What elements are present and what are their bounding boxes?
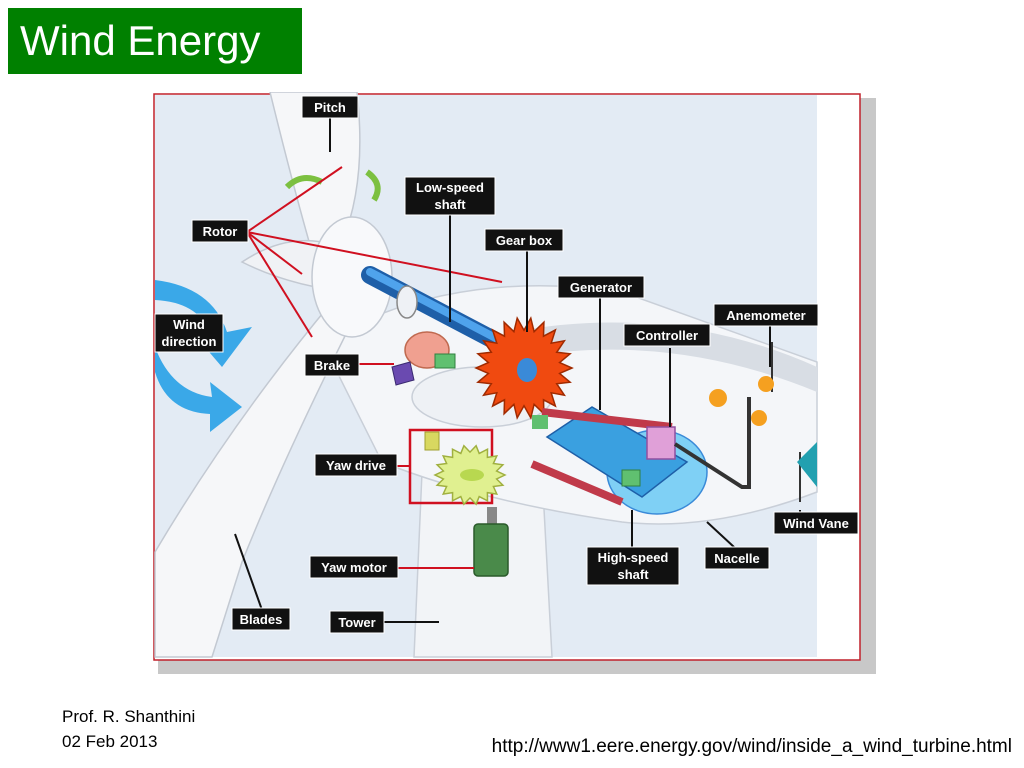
- svg-text:Wind Vane: Wind Vane: [783, 516, 849, 531]
- low-speed-shaft-highlight: [366, 268, 511, 348]
- svg-text:direction: direction: [162, 334, 217, 349]
- svg-text:Blades: Blades: [240, 612, 283, 627]
- label-generator: Generator: [557, 275, 645, 299]
- gear-box-hub: [517, 358, 537, 382]
- label-wind-direction: Wind direction: [154, 313, 224, 353]
- yaw-motor: [473, 523, 509, 577]
- svg-text:Rotor: Rotor: [203, 224, 238, 239]
- generator-magnet-lower: [530, 460, 624, 506]
- label-pitch: Pitch: [301, 95, 359, 119]
- wind-vane-fin: [797, 442, 817, 487]
- generator-magnet-upper: [541, 408, 673, 431]
- svg-text:Nacelle: Nacelle: [714, 551, 760, 566]
- wind-arrow-lower: [155, 347, 242, 432]
- label-wind-vane: Wind Vane: [773, 511, 859, 535]
- yaw-pinion: [424, 431, 440, 451]
- svg-text:Controller: Controller: [636, 328, 698, 343]
- svg-text:Yaw motor: Yaw motor: [321, 560, 387, 575]
- svg-text:Brake: Brake: [314, 358, 350, 373]
- label-rotor: Rotor: [191, 219, 249, 243]
- label-anemometer: Anemometer: [713, 303, 819, 327]
- label-brake: Brake: [304, 353, 360, 377]
- pitch-arrow-left: [284, 175, 324, 190]
- svg-text:shaft: shaft: [617, 567, 649, 582]
- pitch-arrow-right: [365, 169, 381, 202]
- label-yaw-drive: Yaw drive: [314, 453, 398, 477]
- label-yaw-motor: Yaw motor: [309, 555, 399, 579]
- controller-box: [646, 426, 676, 460]
- anemometer-cup-bottom: [751, 410, 767, 426]
- svg-text:Low-speed: Low-speed: [416, 180, 484, 195]
- brake-shaft-collar: [434, 353, 456, 369]
- yaw-motor-shaft: [487, 507, 497, 527]
- anemometer-cup-right: [758, 376, 774, 392]
- svg-text:Tower: Tower: [338, 615, 375, 630]
- svg-text:Gear box: Gear box: [496, 233, 553, 248]
- svg-text:Pitch: Pitch: [314, 100, 346, 115]
- controller-cable: [673, 397, 751, 489]
- label-gear-box: Gear box: [484, 228, 564, 252]
- label-high-speed-shaft: High-speed shaft: [586, 546, 680, 586]
- label-tower: Tower: [329, 610, 385, 634]
- svg-text:High-speed: High-speed: [598, 550, 669, 565]
- label-nacelle: Nacelle: [704, 546, 770, 570]
- brake-caliper: [391, 361, 415, 386]
- svg-text:shaft: shaft: [434, 197, 466, 212]
- leader-lines-black: [234, 116, 801, 623]
- wind-arrow-upper: [155, 280, 252, 367]
- high-speed-coupling: [532, 415, 548, 429]
- source-url[interactable]: http://www1.eere.energy.gov/wind/inside_…: [491, 736, 1012, 757]
- label-controller: Controller: [623, 323, 711, 347]
- label-low-speed-shaft: Low-speed shaft: [404, 176, 496, 216]
- leader-lines-red: [246, 166, 503, 569]
- label-blades: Blades: [231, 607, 291, 631]
- svg-text:Yaw drive: Yaw drive: [326, 458, 386, 473]
- shaft-bearing: [396, 285, 418, 319]
- yaw-drive-hub: [460, 469, 484, 481]
- nacelle-rim: [512, 322, 817, 392]
- high-speed-shaft-end: [621, 469, 641, 487]
- svg-text:Wind: Wind: [173, 317, 205, 332]
- slide-date: 02 Feb 2013: [62, 732, 158, 751]
- anemometer-cup-left: [709, 389, 727, 407]
- slide-title: Wind Energy: [8, 8, 302, 74]
- svg-text:Anemometer: Anemometer: [726, 308, 805, 323]
- author-name: Prof. R. Shanthini: [62, 707, 196, 726]
- svg-text:Generator: Generator: [570, 280, 632, 295]
- wind-turbine-diagram: Pitch Low-speed shaft Gear box Rotor Gen…: [153, 92, 876, 674]
